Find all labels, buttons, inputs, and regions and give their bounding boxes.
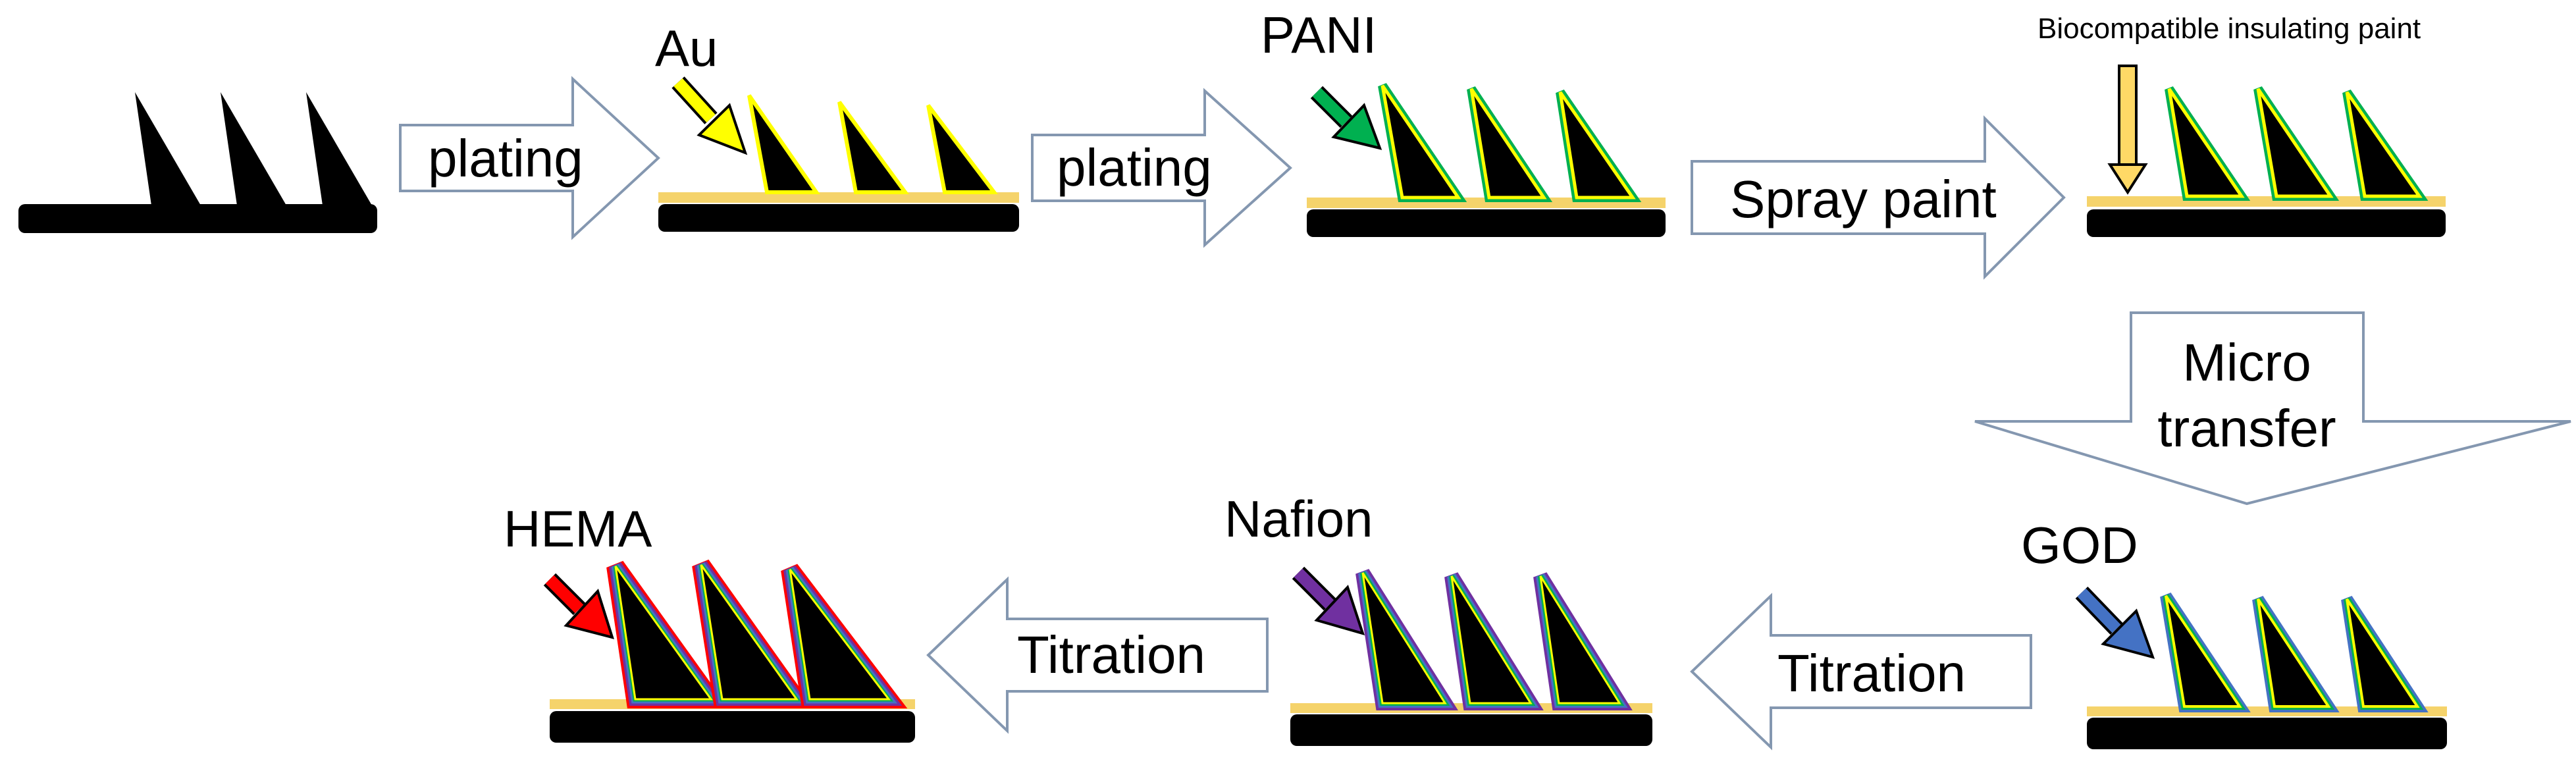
substrate-base xyxy=(658,204,1019,232)
microneedle-au xyxy=(747,94,820,194)
microneedle-pani xyxy=(2165,86,2251,201)
microneedle-au xyxy=(837,101,909,194)
microneedle-pani xyxy=(1556,90,1642,202)
gold-layer xyxy=(658,192,1019,203)
microneedle-nafion xyxy=(1355,569,1458,710)
stage-hema: HEMA xyxy=(504,500,915,743)
substrate-base xyxy=(18,204,377,233)
microneedle xyxy=(306,92,372,205)
stage-nafion: Nafion xyxy=(1224,490,1652,746)
microneedle-au xyxy=(926,104,999,194)
microneedle-god xyxy=(2160,593,2251,712)
titration-label-1: Titration xyxy=(1017,625,1205,684)
stage-au-plated: Au xyxy=(655,19,1019,232)
microneedle xyxy=(135,92,201,205)
stage-pani: PANI xyxy=(1261,6,1666,237)
stage-insulating-paint: Biocompatible insulating paint xyxy=(2037,13,2446,237)
microneedle-nafion xyxy=(1533,572,1633,710)
plating-arrow-2: plating xyxy=(1031,88,1292,248)
plating-label-2: plating xyxy=(1057,138,1212,197)
microneedle-hema xyxy=(781,564,908,708)
microneedle-pani xyxy=(2253,86,2340,201)
spray-paint-arrow: Spray paint xyxy=(1691,115,2066,280)
titration-arrow-2: Titration xyxy=(1690,593,2032,751)
stage-bare-microneedles xyxy=(18,92,377,233)
red-arrow-icon xyxy=(543,573,614,639)
micro-transfer-label-2: transfer xyxy=(2157,399,2336,458)
blue-arrow-icon xyxy=(2075,586,2155,659)
substrate-base xyxy=(1307,209,1666,237)
light-yellow-arrow-icon xyxy=(2107,65,2148,195)
microneedle-nafion xyxy=(1444,572,1544,710)
titration-label-2: Titration xyxy=(1777,644,1966,703)
microneedle-pani xyxy=(1467,86,1553,202)
god-label: GOD xyxy=(2021,516,2138,574)
substrate-base xyxy=(2087,718,2447,749)
nafion-label: Nafion xyxy=(1224,490,1373,548)
titration-arrow-1: Titration xyxy=(926,576,1269,734)
substrate-base xyxy=(550,711,915,743)
gold-layer xyxy=(2087,706,2447,716)
au-label: Au xyxy=(655,19,718,77)
micro-transfer-arrow: Micro transfer xyxy=(1974,311,2571,506)
substrate-base xyxy=(2087,209,2446,237)
microneedle-god xyxy=(2341,596,2429,712)
substrate-base xyxy=(1290,714,1652,746)
stage-god: GOD xyxy=(2021,516,2447,749)
microneedle-pani xyxy=(1378,83,1467,202)
microneedle-hema xyxy=(692,559,815,708)
micro-transfer-label-1: Micro xyxy=(2182,333,2311,392)
plating-arrow-1: plating xyxy=(399,76,660,240)
microneedle xyxy=(221,92,286,205)
microneedle-pani xyxy=(2342,90,2429,201)
microneedle-hema xyxy=(606,560,729,708)
insulating-paint-label: Biocompatible insulating paint xyxy=(2037,13,2421,45)
pani-label: PANI xyxy=(1261,6,1377,64)
yellow-arrow-icon xyxy=(671,76,748,155)
microneedle-god xyxy=(2252,596,2340,712)
plating-label-1: plating xyxy=(428,129,583,188)
hema-label: HEMA xyxy=(504,500,652,558)
purple-arrow-icon xyxy=(1292,566,1365,635)
spray-paint-label: Spray paint xyxy=(1730,170,1997,228)
gold-layer xyxy=(2087,196,2446,207)
green-arrow-icon xyxy=(1310,86,1382,150)
